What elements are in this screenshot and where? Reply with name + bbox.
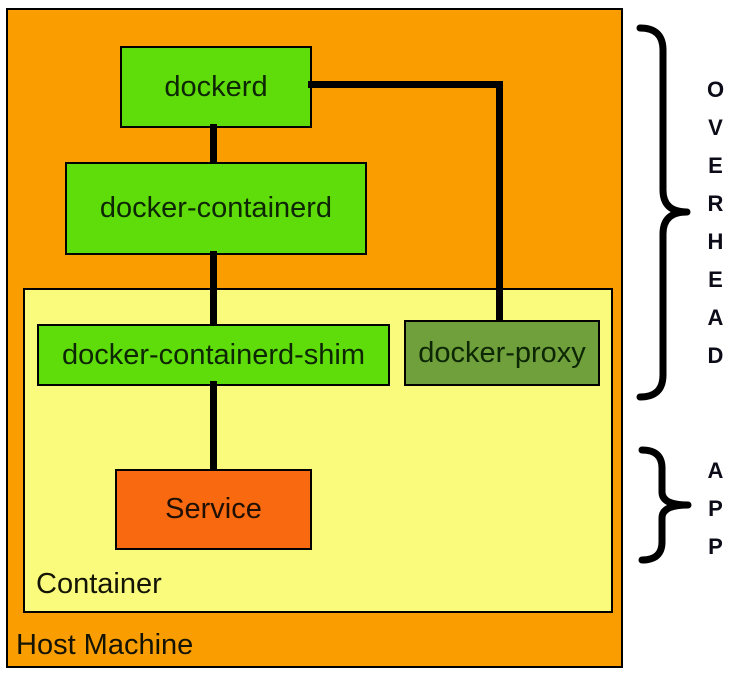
container-box: docker-containerd-shim docker-proxy Serv…: [23, 288, 613, 613]
node-docker-containerd-shim-label: docker-containerd-shim: [61, 338, 365, 371]
node-docker-proxy-label: docker-proxy: [418, 336, 586, 369]
app-brace: [638, 446, 692, 564]
node-service-label: Service: [165, 493, 262, 525]
node-dockerd: dockerd: [120, 46, 312, 128]
overhead-label: OVERHEAD: [703, 77, 728, 381]
connector-dockerd-proxy-vertical: [496, 81, 503, 320]
host-machine-box: dockerd docker-containerd docker-contain…: [6, 8, 623, 668]
node-service: Service: [115, 469, 312, 550]
app-label: APP: [703, 458, 728, 572]
container-label: Container: [36, 568, 162, 600]
connector-shim-service: [210, 381, 217, 469]
connector-dockerd-containerd: [210, 124, 217, 164]
connector-containerd-shim: [210, 251, 217, 324]
node-docker-containerd-shim: docker-containerd-shim: [37, 324, 390, 386]
overhead-brace: [636, 24, 691, 401]
connector-dockerd-proxy-horizontal: [308, 81, 500, 88]
node-dockerd-label: dockerd: [164, 70, 268, 103]
node-docker-proxy: docker-proxy: [404, 320, 600, 386]
node-docker-containerd-label: docker-containerd: [99, 192, 333, 224]
host-machine-label: Host Machine: [16, 629, 194, 661]
node-docker-containerd: docker-containerd: [65, 162, 367, 255]
